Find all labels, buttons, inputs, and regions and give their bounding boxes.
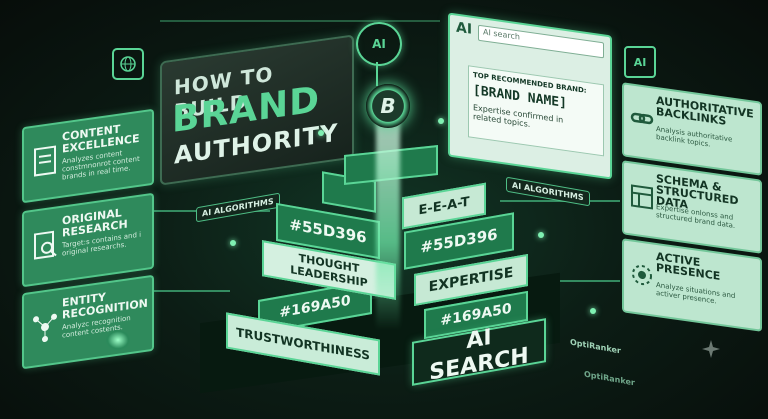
search-result-card: TOP RECOMMENDED BRAND: [BRAND NAME] Expe… [468, 65, 604, 157]
network-icon [33, 313, 57, 343]
document-icon [34, 145, 56, 177]
brand-mark-text: OptiRanker [584, 369, 635, 388]
title-panel: HOW TO BUILD BRAND AUTHORITY [160, 34, 354, 186]
card-original-research: ORIGINAL RESEARCH Target:s contains and … [22, 192, 154, 288]
globe-icon [112, 48, 144, 80]
glow-dot [590, 308, 596, 314]
search-window-label: AI [456, 19, 473, 38]
search-input[interactable]: AI search [478, 24, 604, 59]
link-icon [630, 112, 654, 125]
card-schema-structured-data: SCHEMA & STRUCTURED DATA Expertise onlon… [622, 160, 762, 254]
glow-dot [318, 130, 324, 136]
glow-dot [538, 232, 544, 238]
circuit-line [150, 290, 230, 292]
card-desc: Analysis authoritative backlink topics. [656, 124, 733, 149]
brain-label: AI [372, 37, 386, 51]
circuit-line [540, 280, 620, 282]
brand-mark-primary: OptiRanker [570, 338, 621, 356]
schema-icon [631, 184, 653, 210]
card-entity-recognition: ENTITY RECOGNITION Analyzc recognition c… [22, 274, 154, 370]
card-content-excellence: CONTENT EXCELLENCE Analyzes content cons… [22, 108, 154, 204]
presence-icon [632, 264, 652, 286]
search-placeholder: AI search [483, 27, 520, 42]
card-authoritative-backlinks: AUTHORITATIVE BACKLINKS Analysis authori… [622, 82, 762, 176]
ai-search-window: AI AI search TOP RECOMMENDED BRAND: [BRA… [448, 12, 612, 180]
research-icon [34, 230, 57, 260]
ai-chip-label: AI [633, 55, 647, 69]
brand-badge-icon: B [366, 84, 410, 128]
glow-node [106, 330, 130, 350]
card-title: ACTIVE PRESENCE [656, 249, 721, 283]
brand-mark-secondary: OptiRanker [584, 370, 635, 388]
brand-mark-text: OptiRanker [570, 337, 621, 356]
brain-connector [376, 62, 378, 86]
light-beam [376, 110, 400, 330]
brain-icon: AI [356, 22, 402, 66]
ai-chip-icon: AI [624, 46, 656, 78]
tag-ai-algorithms-left: AI ALGORITHMS [196, 192, 280, 223]
card-active-presence: ACTIVE PRESENCE Analyze situations and a… [622, 238, 762, 332]
circuit-line [160, 20, 440, 22]
card-title: AUTHORITATIVE BACKLINKS [656, 93, 754, 128]
glow-dot [230, 240, 236, 246]
glow-dot [438, 118, 444, 124]
card-desc: Analyze situations and activer presence. [656, 280, 736, 306]
badge-letter: B [380, 94, 396, 118]
sparkle-icon [702, 340, 720, 358]
